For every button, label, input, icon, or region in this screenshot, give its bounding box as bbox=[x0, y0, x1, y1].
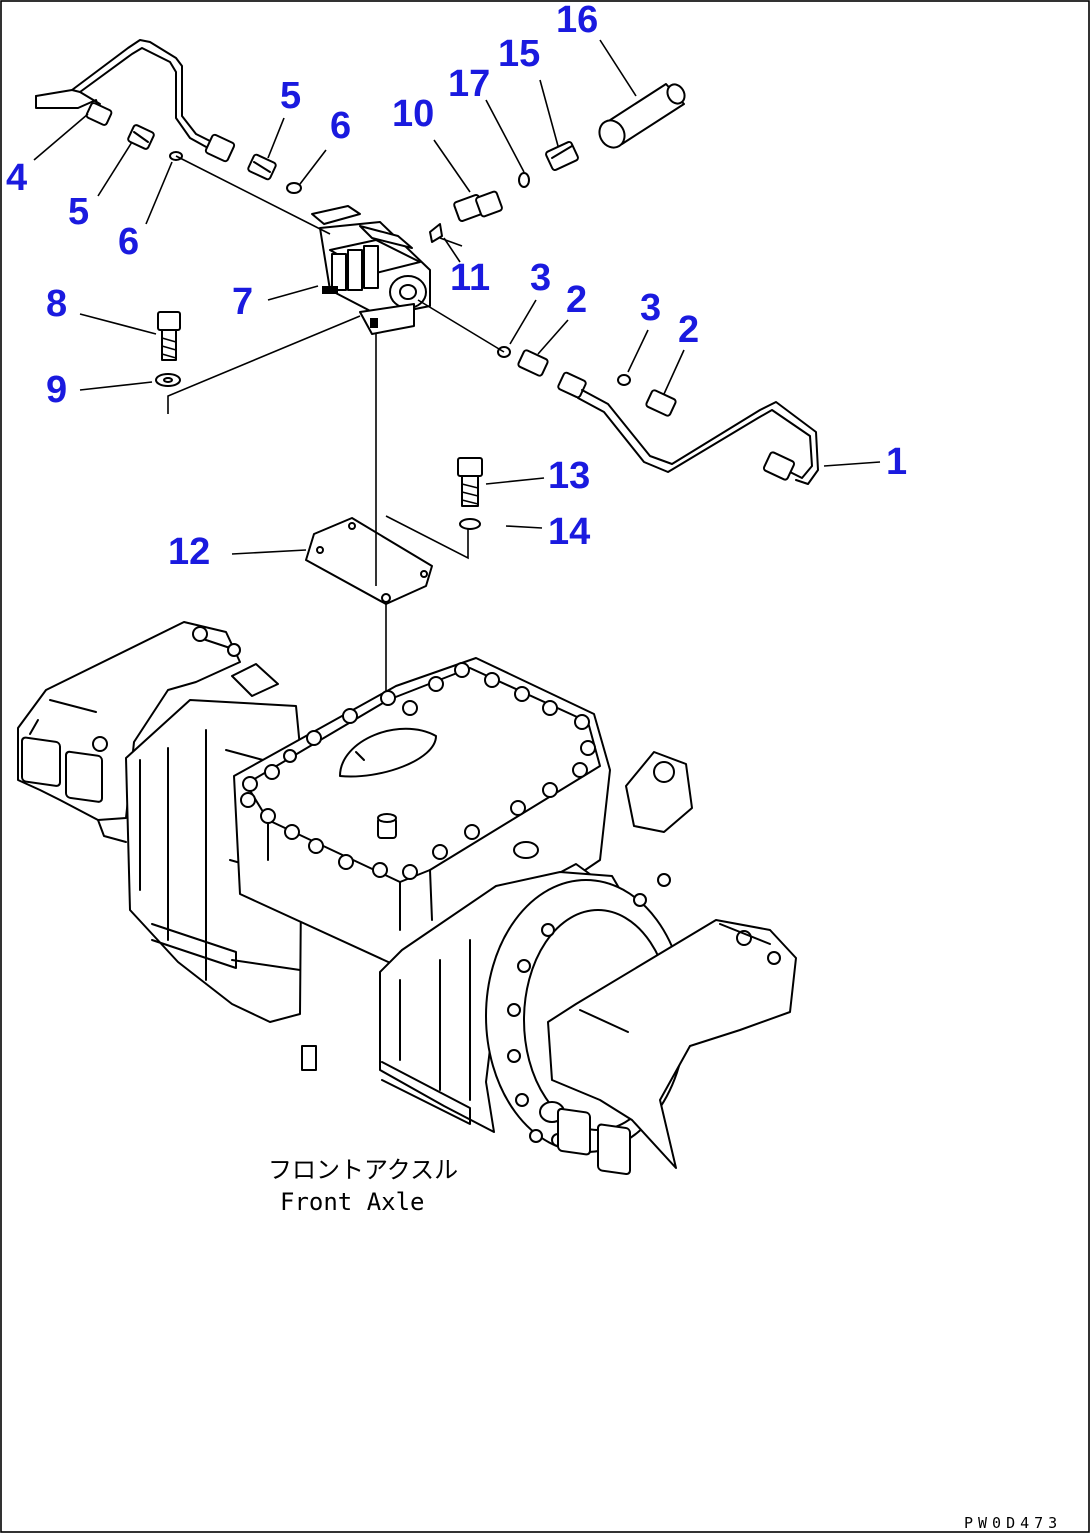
callout-2-right: 2 bbox=[678, 309, 699, 351]
callout-9: 9 bbox=[46, 369, 67, 411]
washer-14 bbox=[459, 518, 481, 530]
plate-12 bbox=[305, 517, 433, 605]
leader-lines bbox=[33, 39, 881, 555]
part-10-elbow bbox=[453, 190, 503, 222]
part-11 bbox=[429, 223, 443, 243]
tube-right bbox=[557, 371, 819, 485]
fitting-5-right bbox=[247, 153, 277, 181]
o-ring-3-right bbox=[617, 374, 631, 386]
callout-6-top: 6 bbox=[330, 105, 351, 147]
callout-4: 4 bbox=[6, 157, 27, 199]
fitting-5-left bbox=[127, 124, 155, 150]
callout-8: 8 bbox=[46, 283, 67, 325]
callout-5-left: 5 bbox=[68, 191, 89, 233]
flange-bolts bbox=[507, 873, 671, 1147]
callout-5-top: 5 bbox=[280, 75, 301, 117]
callout-3-left: 3 bbox=[530, 257, 551, 299]
bolt-13 bbox=[457, 457, 483, 507]
callout-13: 13 bbox=[548, 455, 590, 497]
callout-12: 12 bbox=[168, 531, 210, 573]
cover-bolts bbox=[240, 662, 596, 880]
caption-japanese: フロントアクスル bbox=[268, 1156, 458, 1184]
callout-15: 15 bbox=[498, 33, 540, 75]
callout-1: 1 bbox=[886, 441, 907, 483]
part-16-cylinder bbox=[598, 83, 686, 149]
callout-10: 10 bbox=[392, 93, 434, 135]
callout-3-right: 3 bbox=[640, 287, 661, 329]
callout-labels: 1 2 2 3 3 4 5 5 6 6 7 8 9 10 11 12 13 14… bbox=[6, 0, 907, 573]
callout-16: 16 bbox=[556, 0, 598, 41]
callout-11: 11 bbox=[450, 257, 490, 299]
caption-english: Front Axle bbox=[280, 1188, 425, 1216]
callout-14: 14 bbox=[548, 511, 590, 553]
o-ring-17 bbox=[518, 172, 530, 188]
front-axle bbox=[17, 621, 797, 1176]
fitting-15 bbox=[545, 141, 579, 171]
tube-left bbox=[35, 39, 236, 163]
bolt-8 bbox=[157, 311, 181, 361]
callout-17: 17 bbox=[448, 63, 490, 105]
callout-7: 7 bbox=[232, 281, 253, 323]
o-ring-6-right bbox=[286, 182, 302, 194]
fitting-2-left bbox=[517, 349, 549, 377]
callout-6-left: 6 bbox=[118, 221, 139, 263]
valve-assembly bbox=[311, 205, 431, 335]
fitting-2-right bbox=[645, 389, 677, 417]
callout-2-left: 2 bbox=[566, 279, 587, 321]
document-id: PW0D473 bbox=[964, 1514, 1062, 1532]
